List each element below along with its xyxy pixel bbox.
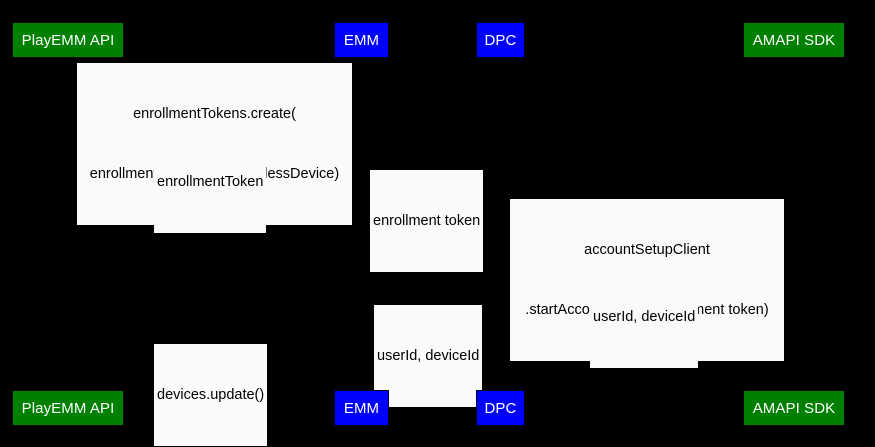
message-line-1: accountSetupClient [584,242,710,258]
message-enrollment-token-response: enrollmentToken [154,131,267,233]
participant-label: AMAPI SDK [752,31,836,49]
participant-amapi-sdk-top[interactable]: AMAPI SDK [743,22,845,58]
message-line-1: enrollmentTokens.create( [133,106,296,122]
message-line-1: enrollment token [373,213,481,229]
participant-label: AMAPI SDK [752,399,836,417]
message-line-1: enrollmentToken [157,174,264,190]
participant-label: PlayEMM API [21,399,115,417]
participant-label: PlayEMM API [21,31,115,49]
participant-dpc-top[interactable]: DPC [476,22,525,58]
message-line-1: devices.update() [157,387,265,403]
arrow-head-start-account-setup [785,238,793,246]
participant-dpc-bottom[interactable]: DPC [476,390,525,426]
participant-label: EMM [343,31,380,49]
participant-playemm-api-bottom[interactable]: PlayEMM API [12,390,124,426]
participant-label: DPC [484,399,517,417]
arrow-head-enrollment-token-to-dpc [492,189,500,197]
arrow-head-enrollment-token-response [353,150,361,158]
message-userid-deviceid-to-emm: userId, deviceId [374,305,483,407]
lifeline-dpc [500,57,501,391]
participant-amapi-sdk-bottom[interactable]: AMAPI SDK [743,390,845,426]
message-line-1: userId, deviceId [377,348,480,364]
lifeline-playemm-api [67,57,68,391]
lifeline-amapi-sdk [793,57,794,391]
message-line-1: userId, deviceId [593,309,696,325]
participant-playemm-api-top[interactable]: PlayEMM API [12,22,124,58]
lifeline-emm [361,57,362,391]
arrow-head-userid-deviceid-to-dpc [500,285,508,293]
participant-label: DPC [484,31,517,49]
participant-label: EMM [343,399,380,417]
arrow-head-devices-update [67,363,75,371]
participant-emm-top[interactable]: EMM [334,22,389,58]
message-devices-update: devices.update() [154,344,268,446]
message-enrollment-token-to-dpc: enrollment token [370,170,484,272]
participant-emm-bottom[interactable]: EMM [334,390,389,426]
arrow-head-userid-deviceid-to-emm [361,324,369,332]
message-userid-deviceid-to-dpc: userId, deviceId [590,266,699,368]
arrow-head-enrollment-tokens-create [67,102,75,110]
